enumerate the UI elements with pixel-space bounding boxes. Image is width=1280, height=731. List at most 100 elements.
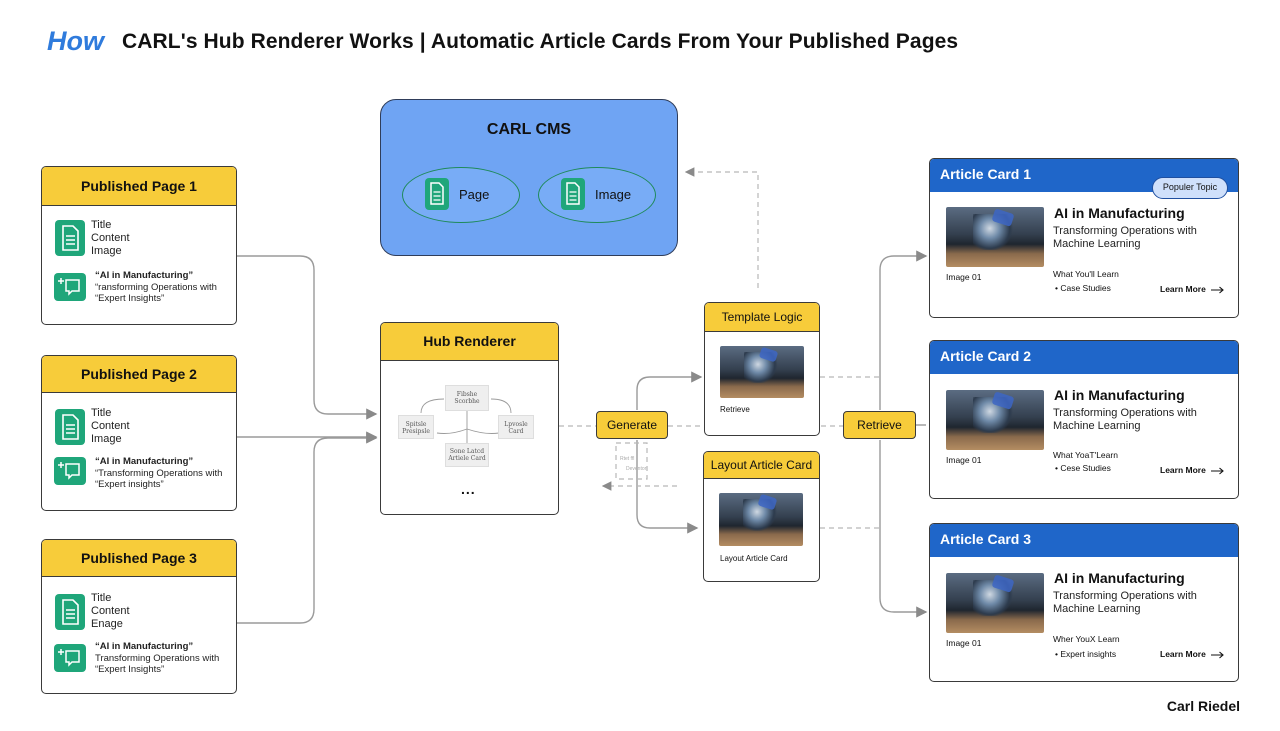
generate-tag[interactable]: Generate xyxy=(596,411,668,439)
learn-more-label: Learn More xyxy=(1160,465,1206,475)
quote-line-1: “AI in Manufacturing” xyxy=(95,270,194,281)
article-card-1-learn-more[interactable]: Learn More xyxy=(1160,284,1225,294)
article-card-2-subtitle-1: Transforming Operations with xyxy=(1053,407,1197,419)
article-card-3[interactable]: Article Card 3 Image 01 AI in Manufactur… xyxy=(929,523,1239,682)
article-card-1-subtitle-2: Machine Learning xyxy=(1053,238,1141,250)
comment-icon xyxy=(54,457,86,485)
layout-article-card-title: Layout Article Card xyxy=(704,452,819,479)
hub-renderer-title: Hub Renderer xyxy=(381,323,558,361)
cms-title: CARL CMS xyxy=(486,121,572,138)
article-card-2-header: Article Card 2 xyxy=(930,341,1238,374)
cms-item-image-label: Image xyxy=(595,187,632,202)
quote-line-2: “Transforming Operations with xyxy=(95,467,223,479)
comment-icon xyxy=(54,273,86,301)
article-card-1-title: AI in Manufacturing xyxy=(1054,205,1185,221)
published-page-2-title: Published Page 2 xyxy=(42,356,236,393)
document-icon xyxy=(55,409,85,445)
article-card-3-learn-heading: Wher YouX Learn xyxy=(1053,634,1120,644)
page-title: CARL's Hub Renderer Works | Automatic Ar… xyxy=(122,30,959,53)
hub-node-2: Spitsle Presipsle xyxy=(398,415,434,439)
quote-line-3: “Expert Insights” xyxy=(95,293,165,304)
document-icon xyxy=(55,220,85,256)
retrieve-tag[interactable]: Retrieve xyxy=(843,411,916,439)
field-image: Image xyxy=(91,245,122,257)
quote-line-2: “ransforming Operations with xyxy=(95,281,217,293)
article-card-2-learn-heading: What YoaT'Learn xyxy=(1053,450,1118,460)
quote-line-3: “Expert Insights” xyxy=(95,664,165,675)
wire-page3-hub xyxy=(237,432,378,624)
article-card-3-subtitle-1: Transforming Operations with xyxy=(1053,590,1197,602)
published-page-2[interactable]: Published Page 2 Title Content Image “AI… xyxy=(41,355,237,511)
article-card-1-subtitle-1: Transforming Operations with xyxy=(1053,225,1197,237)
comment-icon xyxy=(54,644,86,672)
hub-renderer[interactable]: Hub Renderer Fibshe Scorbhe Spitsle Pres… xyxy=(380,322,559,515)
layout-article-card[interactable]: Layout Article Card Layout Article Card xyxy=(703,451,820,582)
arrow-right-icon xyxy=(1211,286,1225,294)
author-signature: Carl Riedel xyxy=(1166,698,1240,714)
wire-retrieve-card1 xyxy=(879,250,928,410)
field-image: Image xyxy=(91,433,122,445)
article-card-3-bullet: • Expert insights xyxy=(1055,649,1117,659)
cms-item-page[interactable]: Page xyxy=(402,167,520,223)
arrow-right-icon xyxy=(1211,467,1225,475)
field-title: Title xyxy=(91,407,112,419)
article-card-2-bullet: • Cese Studies xyxy=(1055,463,1111,473)
learn-more-label: Learn More xyxy=(1160,284,1206,294)
article-card-1-image xyxy=(946,207,1044,267)
learn-more-label: Learn More xyxy=(1160,649,1206,659)
template-logic-caption: Retrieve xyxy=(720,405,750,414)
published-page-3[interactable]: Published Page 3 Title Content Enage “AI… xyxy=(41,539,237,694)
template-logic[interactable]: Template Logic Retrieve xyxy=(704,302,820,436)
article-card-3-image xyxy=(946,573,1044,633)
field-title: Title xyxy=(91,592,112,604)
popular-topic-badge: Populer Topic xyxy=(1152,177,1228,199)
article-card-3-learn-more[interactable]: Learn More xyxy=(1160,649,1225,659)
article-card-1-bullet: • Case Studies xyxy=(1055,283,1111,293)
field-image: Enage xyxy=(91,618,123,630)
field-content: Content xyxy=(91,420,130,432)
hub-node-4: Sone Latcd Artiele Card xyxy=(445,443,489,467)
published-page-1[interactable]: Published Page 1 Title Content Image “AI… xyxy=(41,166,237,325)
template-logic-image xyxy=(720,346,804,398)
document-icon xyxy=(55,594,85,630)
article-card-1-image-label: Image 01 xyxy=(946,272,982,282)
faint-box-label-2: Deventor xyxy=(626,466,647,472)
article-card-1[interactable]: Article Card 1 Populer Topic Image 01 AI… xyxy=(929,158,1239,318)
layout-article-card-caption: Layout Article Card xyxy=(720,554,788,563)
field-content: Content xyxy=(91,232,130,244)
article-card-2-title: AI in Manufacturing xyxy=(1054,387,1185,403)
template-logic-title: Template Logic xyxy=(705,303,819,332)
document-icon xyxy=(425,178,449,210)
article-card-3-subtitle-2: Machine Learning xyxy=(1053,603,1141,615)
hub-node-1: Fibshe Scorbhe xyxy=(445,385,489,411)
quote-line-1: “AI in Manufacturing” xyxy=(95,456,194,467)
hub-node-3: Lpvosle Card xyxy=(498,415,534,439)
article-card-2[interactable]: Article Card 2 Image 01 AI in Manufactur… xyxy=(929,340,1239,499)
arrow-right-icon xyxy=(1211,651,1225,659)
article-card-3-title: AI in Manufacturing xyxy=(1054,570,1185,586)
wire-generate-layout xyxy=(636,440,699,534)
carl-cms-panel: CARL CMS Page Image xyxy=(380,99,678,256)
quote-line-2: Transforming Operations with xyxy=(95,652,220,664)
wire-generate-template xyxy=(636,371,703,410)
article-card-2-learn-more[interactable]: Learn More xyxy=(1160,465,1225,475)
article-card-2-image xyxy=(946,390,1044,450)
document-icon xyxy=(561,178,585,210)
faint-box xyxy=(615,442,648,480)
article-card-2-image-label: Image 01 xyxy=(946,455,982,465)
wire-page1-hub xyxy=(237,255,378,420)
faint-box-label-1: Rtet ffl xyxy=(620,456,635,462)
field-title: Title xyxy=(91,219,112,231)
wire-cms-template xyxy=(684,167,759,288)
cms-item-image[interactable]: Image xyxy=(538,167,656,223)
published-page-1-title: Published Page 1 xyxy=(42,167,236,206)
article-card-2-subtitle-2: Machine Learning xyxy=(1053,420,1141,432)
article-card-3-header: Article Card 3 xyxy=(930,524,1238,557)
wire-retrieve-card3 xyxy=(879,440,928,618)
field-content: Content xyxy=(91,605,130,617)
quote-line-3: “Expert insights” xyxy=(95,479,164,490)
hub-ellipsis: ... xyxy=(461,481,476,497)
article-card-3-image-label: Image 01 xyxy=(946,638,982,648)
quote-line-1: “AI in Manufacturing” xyxy=(95,641,194,652)
